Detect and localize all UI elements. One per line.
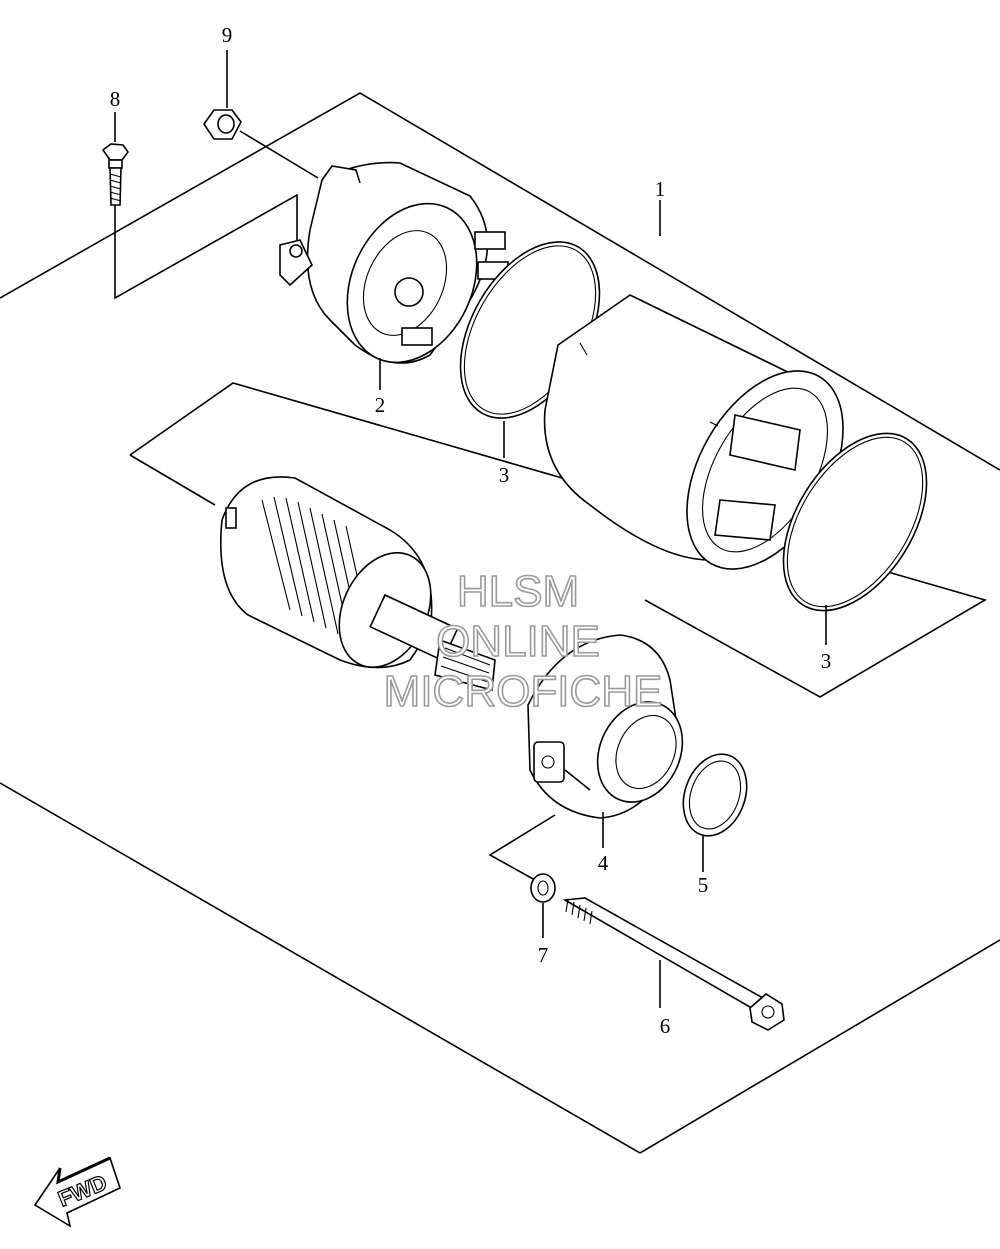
callout-3-upper: 3: [499, 463, 510, 487]
o-ring-part-5-inner: [688, 760, 742, 830]
assembly-frame-outer: [0, 92, 1000, 1154]
assembly-frame-inner: [129, 382, 988, 698]
callout-3-lower: 3: [821, 649, 832, 673]
watermark-line-2: ONLINE: [436, 617, 600, 666]
callout-5: 5: [698, 873, 709, 897]
callout-1: 1: [655, 177, 666, 201]
callout-9: 9: [222, 23, 233, 47]
o-ring-lower-inner: [786, 436, 924, 608]
leader-9-to-cover: [239, 130, 319, 179]
o-ring-lower-part-3: [782, 432, 928, 612]
callout-6: 6: [660, 1014, 671, 1038]
washer-part-7: [530, 873, 556, 903]
leader-frame-washer: [488, 814, 556, 881]
o-ring-part-5: [682, 753, 748, 837]
watermark-line-1: HLSM: [457, 567, 579, 616]
brush-holder-part-2: [279, 161, 509, 364]
bolt-part-8: [101, 143, 129, 206]
leader-frame-bolt: [114, 193, 298, 300]
nut-part-9: [203, 109, 242, 140]
callout-4: 4: [598, 851, 609, 875]
fwd-arrow-icon: FWD: [33, 1156, 121, 1228]
armature: [219, 476, 496, 692]
through-bolt-part-6: [562, 897, 785, 1031]
watermark-line-3: MICROFICHE: [384, 667, 663, 716]
leader-4-hidden: [564, 769, 591, 791]
callout-2: 2: [375, 393, 386, 417]
callout-8: 8: [110, 87, 121, 111]
callout-7: 7: [538, 943, 549, 967]
front-cover-part-4: [527, 634, 684, 819]
